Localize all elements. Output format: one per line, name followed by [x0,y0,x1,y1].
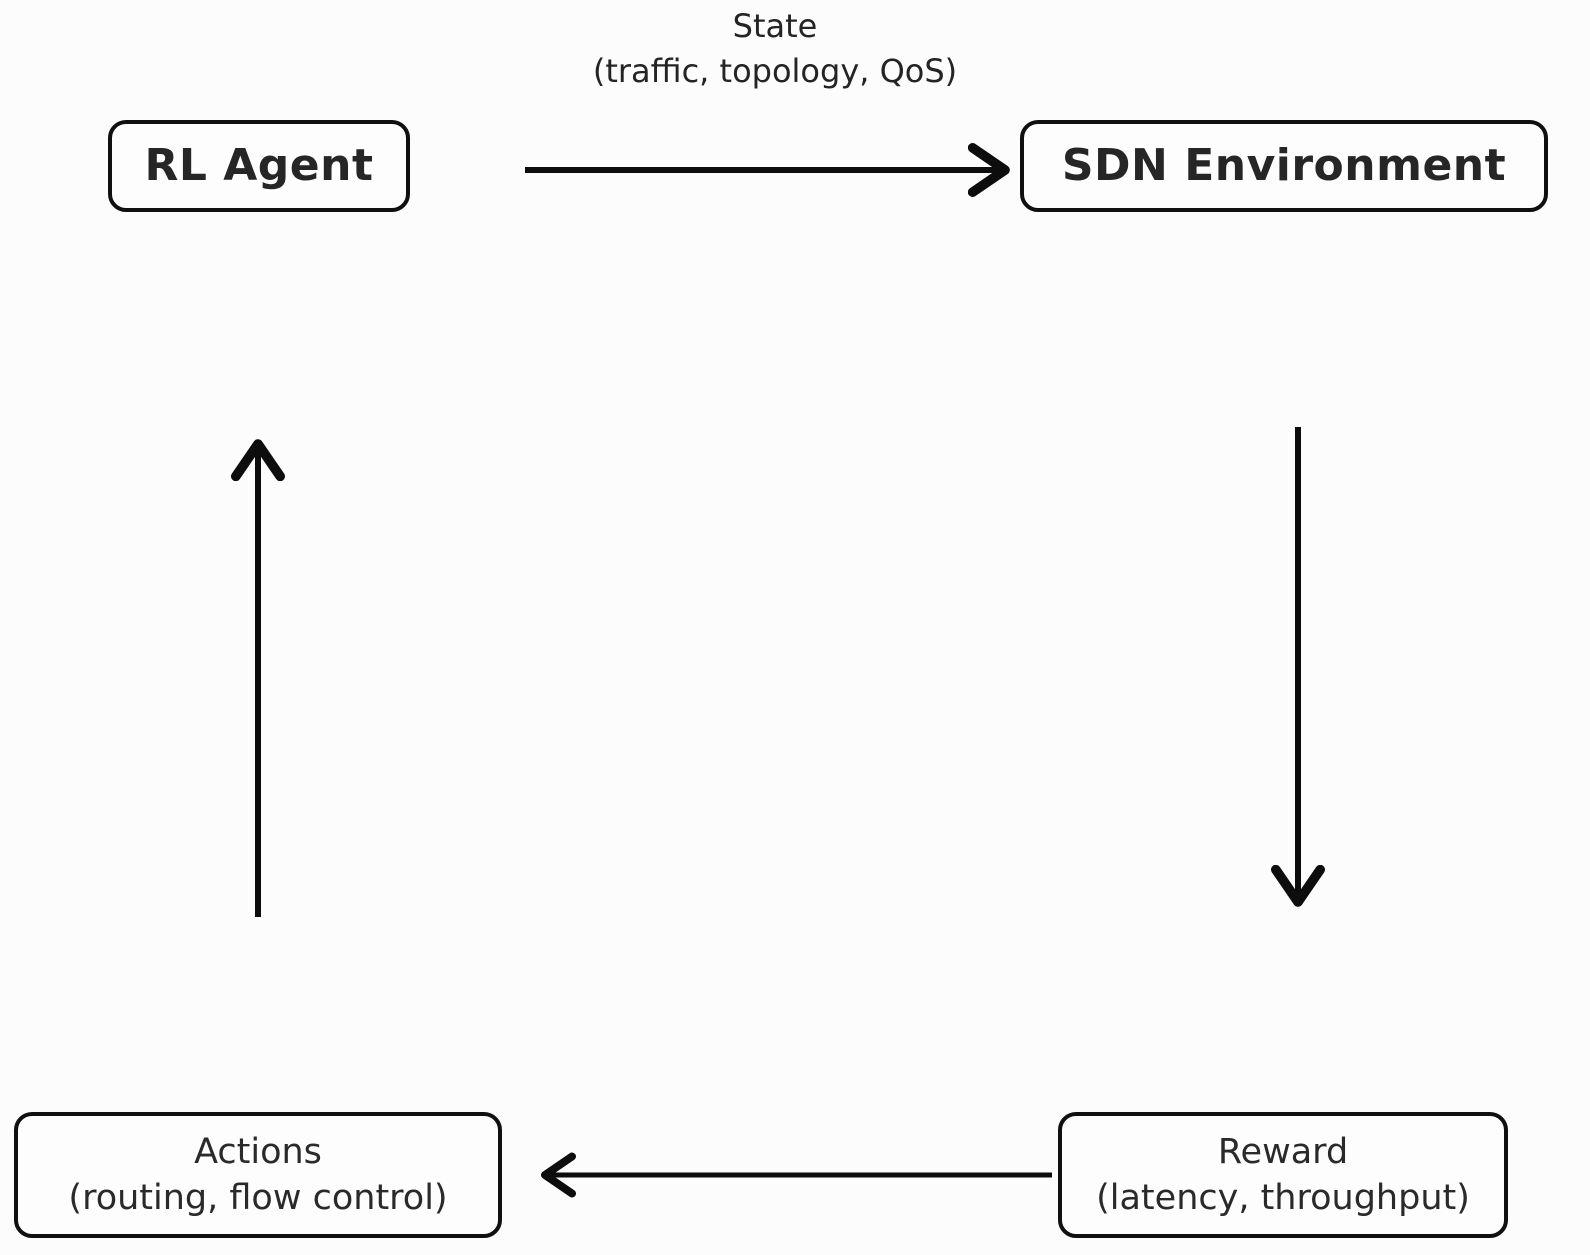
node-reward: Reward (latency, throughput) [1058,1112,1508,1238]
state-edge-label-subtitle: (traffic, topology, QoS) [592,51,958,90]
actions-sublabel: (routing, flow control) [68,1178,448,1218]
state-edge-label-title: State [732,7,818,45]
sdn-environment-label: SDN Environment [1061,139,1507,191]
rl-agent-label: RL Agent [144,139,374,191]
reward-sublabel: (latency, throughput) [1096,1178,1470,1218]
reward-label: Reward [1217,1131,1349,1172]
actions-label: Actions [194,1131,322,1172]
state-edge-label: State (traffic, topology, QoS) [500,4,1050,94]
node-rl-agent: RL Agent [108,120,410,212]
node-sdn-environment: SDN Environment [1020,120,1548,212]
node-actions: Actions (routing, flow control) [14,1112,502,1238]
